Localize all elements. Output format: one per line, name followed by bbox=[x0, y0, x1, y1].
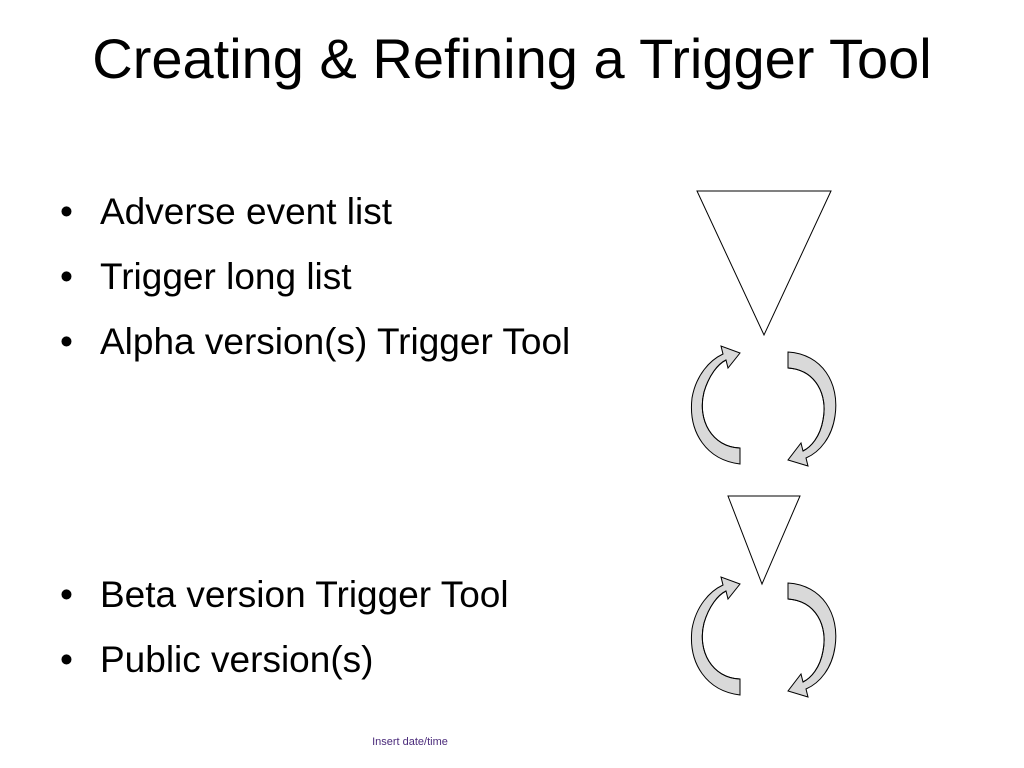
cycle-arrows-icon bbox=[690, 345, 837, 467]
bullet-text: Beta version Trigger Tool bbox=[100, 574, 509, 615]
bullet-item: • Public version(s) bbox=[58, 637, 618, 683]
bullet-text: Trigger long list bbox=[100, 256, 352, 297]
bullet-dot: • bbox=[60, 256, 73, 297]
bullet-dot: • bbox=[60, 321, 73, 362]
bullet-text: Adverse event list bbox=[100, 191, 393, 232]
bullet-dot: • bbox=[60, 191, 73, 232]
footer-date: Insert date/time bbox=[372, 736, 448, 748]
bullet-item: • Trigger long list bbox=[58, 254, 618, 300]
bullet-text: Public version(s) bbox=[100, 639, 374, 680]
slide-title: Creating & Refining a Trigger Tool bbox=[92, 27, 932, 90]
bullet-text: Alpha version(s) Trigger Tool bbox=[100, 321, 571, 362]
bullet-item: • Adverse event list bbox=[58, 189, 618, 235]
cycle-arrows-icon bbox=[690, 576, 837, 698]
bullet-dot: • bbox=[60, 639, 73, 680]
bullet-list-bottom: • Beta version Trigger Tool • Public ver… bbox=[58, 572, 618, 702]
funnel-triangle-icon bbox=[727, 495, 801, 586]
bullet-dot: • bbox=[60, 574, 73, 615]
bullet-list-top: • Adverse event list • Trigger long list… bbox=[58, 189, 618, 384]
funnel-triangle-icon bbox=[696, 190, 832, 337]
bullet-item: • Beta version Trigger Tool bbox=[58, 572, 618, 618]
bullet-item: • Alpha version(s) Trigger Tool bbox=[58, 319, 618, 365]
